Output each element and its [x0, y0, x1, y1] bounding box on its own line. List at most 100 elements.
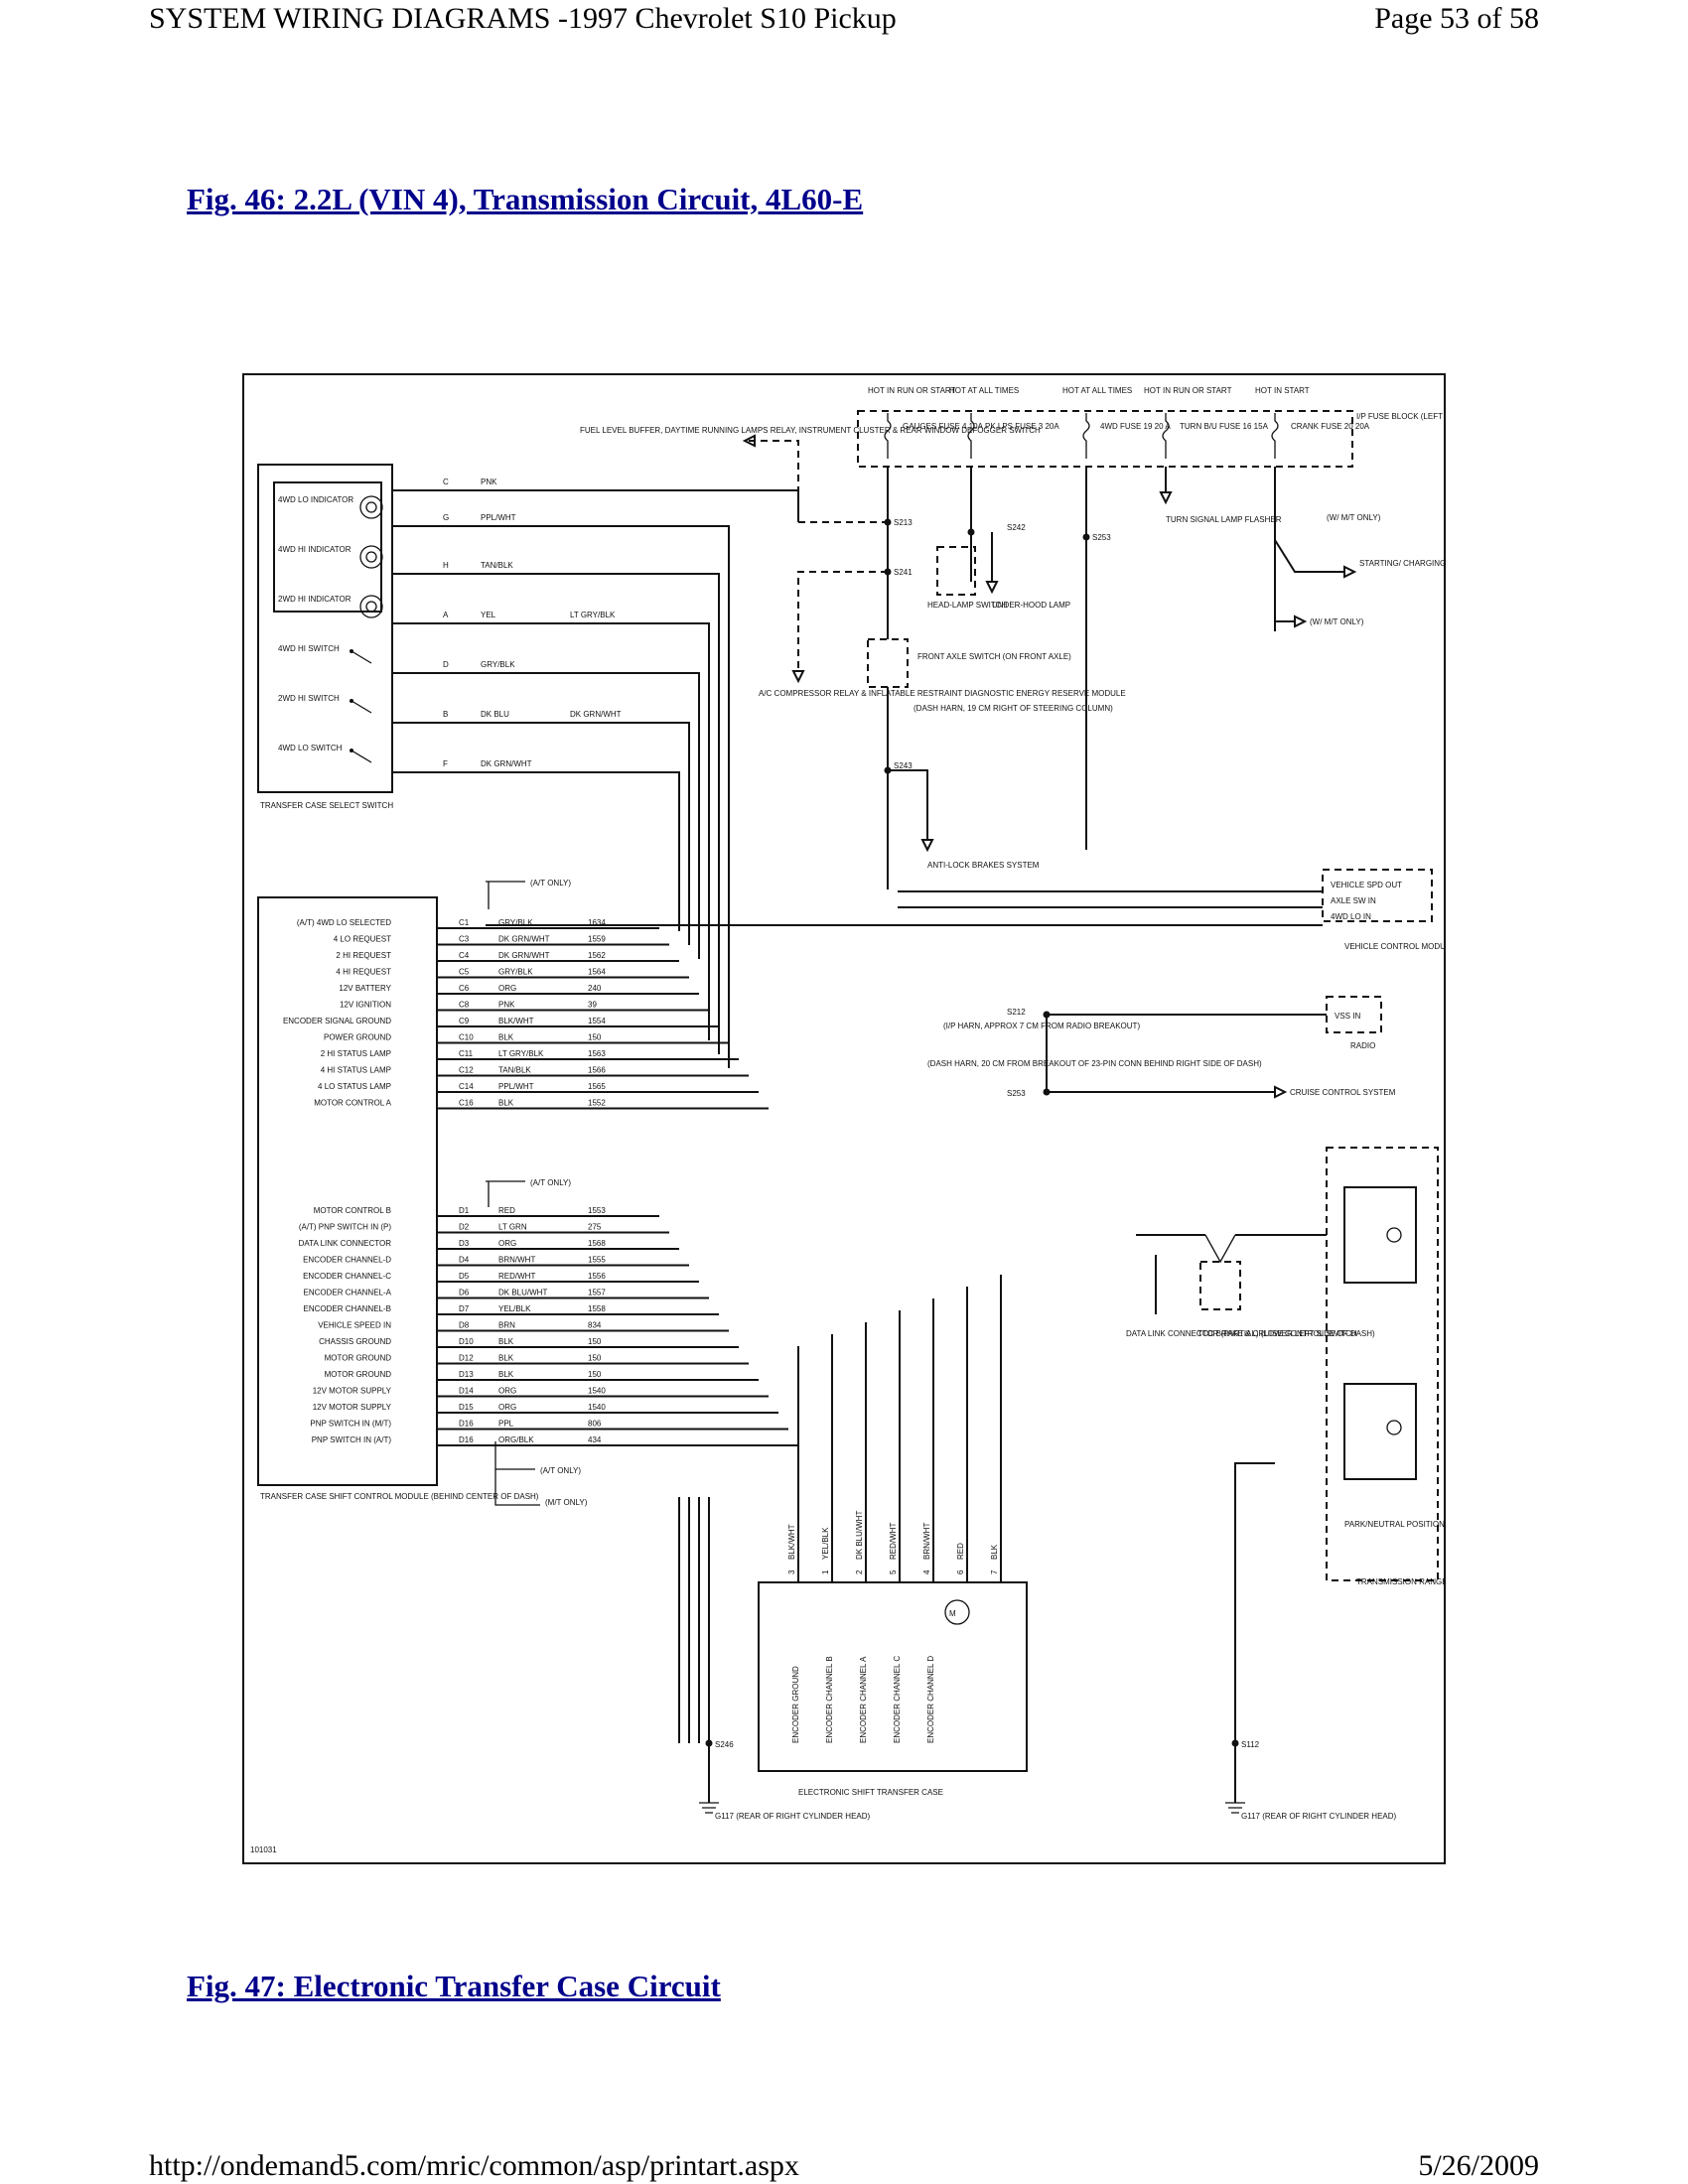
d-pin-color: BLK [498, 1370, 514, 1379]
turn-flasher-label: TURN SIGNAL LAMP FLASHER [1166, 515, 1282, 524]
c-pin-number: C12 [459, 1066, 474, 1075]
case-wire: 2DK BLU/WHT [855, 1322, 867, 1582]
d-pin-color: LT GRN [498, 1223, 527, 1232]
d-pin-number: D6 [459, 1289, 470, 1297]
case-wire-color: BLK [990, 1544, 999, 1560]
c-pin-number: C5 [459, 968, 470, 977]
c-pin-circuit: 1563 [588, 1049, 606, 1058]
c-pin-color: BLK [498, 1033, 514, 1042]
figure-47-title[interactable]: Fig. 47: Electronic Transfer Case Circui… [187, 1969, 721, 2003]
switch-label: 4WD HI SWITCH [278, 644, 340, 653]
pnk-dashed-wire [749, 440, 888, 523]
svg-text:B: B [443, 710, 448, 719]
encoder-label: ENCODER CHANNEL C [893, 1656, 902, 1743]
c-pin-number: C4 [459, 951, 470, 960]
splice-s246: S246 [715, 1740, 734, 1749]
transmission-range-switch [1326, 1147, 1439, 1581]
figure-46-title[interactable]: Fig. 46: 2.2L (VIN 4), Transmission Circ… [187, 182, 864, 216]
switch-4wd-hi: 4WD HI SWITCH [278, 644, 372, 664]
dash-harn2-label: (DASH HARN, 20 CM FROM BREAKOUT OF 23-PI… [927, 1059, 1262, 1068]
ip-fuse-block [857, 410, 1353, 468]
fuse-label: 4WD FUSE 19 20 A [1100, 422, 1171, 431]
fuse-power-label: HOT IN START [1255, 386, 1310, 395]
select-wire-a: A YEL LT GRY/BLK [392, 611, 710, 1040]
case-wire-number: 5 [889, 1570, 898, 1574]
c-pin-label: POWER GROUND [324, 1033, 391, 1042]
fuel-level-note: FUEL LEVEL BUFFER, DAYTIME RUNNING LAMPS… [580, 426, 1041, 435]
splice-s112: S112 [1241, 1740, 1260, 1749]
case-wire-number: 2 [855, 1570, 864, 1574]
c-pin-circuit: 1564 [588, 968, 606, 977]
d-pin-number: D4 [459, 1256, 470, 1265]
indicator-4wd-hi: 4WD HI INDICATOR [278, 545, 383, 569]
splice-s212: S212 [1007, 1008, 1026, 1017]
c-pin-circuit: 1565 [588, 1082, 606, 1091]
ground-wire-right [1234, 1462, 1275, 1803]
ip-harn-label: (I/P HARN, APPROX 7 CM FROM RADIO BREAKO… [943, 1022, 1140, 1030]
indicator-label: 4WD HI INDICATOR [278, 545, 352, 554]
c-pin-number: C10 [459, 1033, 474, 1042]
fuse-power-label: HOT IN RUN OR START [1144, 386, 1232, 395]
fuse-power-label: HOT AT ALL TIMES [949, 386, 1019, 395]
wmt-only-label-2: (W/ M/T ONLY) [1310, 617, 1364, 626]
fuse-label: PK LPS FUSE 3 20A [985, 422, 1059, 431]
splice-s253: S253 [1092, 533, 1111, 542]
c-pin-color: DK GRN/WHT [498, 935, 550, 944]
electronic-shift-transfer-case [758, 1581, 1028, 1772]
svg-text:DK GRN/WHT: DK GRN/WHT [481, 759, 532, 768]
case-wire-color: BLK/WHT [787, 1524, 796, 1560]
case-wire-color: RED [956, 1543, 965, 1560]
c-pin-color: BLK [498, 1099, 514, 1108]
fuse-label: GAUGES FUSE 4 10A [903, 422, 984, 431]
fuse-crank: HOT IN START CRANK FUSE 20 20A [1255, 386, 1370, 459]
svg-text:GRY/BLK: GRY/BLK [481, 660, 515, 669]
d-pin-color: ORG [498, 1239, 516, 1248]
transfer-select-label: TRANSFER CASE SELECT SWITCH [260, 801, 393, 810]
svg-text:PPL/WHT: PPL/WHT [481, 513, 516, 522]
fuse-pk-lps: HOT AT ALL TIMES PK LPS FUSE 3 20A [949, 386, 1059, 459]
d-pin-color: BRN [498, 1321, 515, 1330]
d-pin-number: D2 [459, 1223, 470, 1232]
d-pin-label: (A/T) PNP SWITCH IN (P) [299, 1223, 392, 1232]
d-pin-circuit: 1553 [588, 1206, 606, 1215]
footer-date: 5/26/2009 [1418, 2149, 1539, 2182]
mt-only-label: (M/T ONLY) [545, 1498, 588, 1507]
diagram-id-code: 101031 [250, 1845, 277, 1854]
c-pin-label: 2 HI STATUS LAMP [321, 1049, 391, 1058]
d-pin-circuit: 834 [588, 1321, 602, 1330]
c-pin-label: (A/T) 4WD LO SELECTED [297, 918, 391, 927]
encoder-label: ENCODER GROUND [791, 1666, 800, 1743]
pnp-switch-lower [1343, 1383, 1417, 1480]
indicator-label: 4WD LO INDICATOR [278, 495, 353, 504]
page-number: Page 53 of 58 [1374, 2, 1539, 35]
c-pin-number: C11 [459, 1049, 474, 1058]
c-pin-circuit: 1554 [588, 1017, 606, 1025]
d-pin-number: D8 [459, 1321, 470, 1330]
c-pin-color: LT GRY/BLK [498, 1049, 544, 1058]
ground-wires-left [678, 1497, 710, 1743]
indicator-2wd-hi: 2WD HI INDICATOR [278, 595, 383, 618]
c-pin-color: ORG [498, 984, 516, 993]
splice-s243: S243 [894, 761, 913, 770]
c-pin-row: 2 HI STATUS LAMP C11 LT GRY/BLK 1563 [321, 1049, 739, 1060]
d-pin-color: RED/WHT [498, 1272, 535, 1281]
svg-text:D: D [443, 660, 449, 669]
c-pin-number: C14 [459, 1082, 474, 1091]
front-axle-switch [867, 638, 909, 688]
case-wire-number: 3 [787, 1570, 796, 1574]
indicator-label: 2WD HI INDICATOR [278, 595, 352, 604]
c-pin-label: 2 HI REQUEST [336, 951, 391, 960]
